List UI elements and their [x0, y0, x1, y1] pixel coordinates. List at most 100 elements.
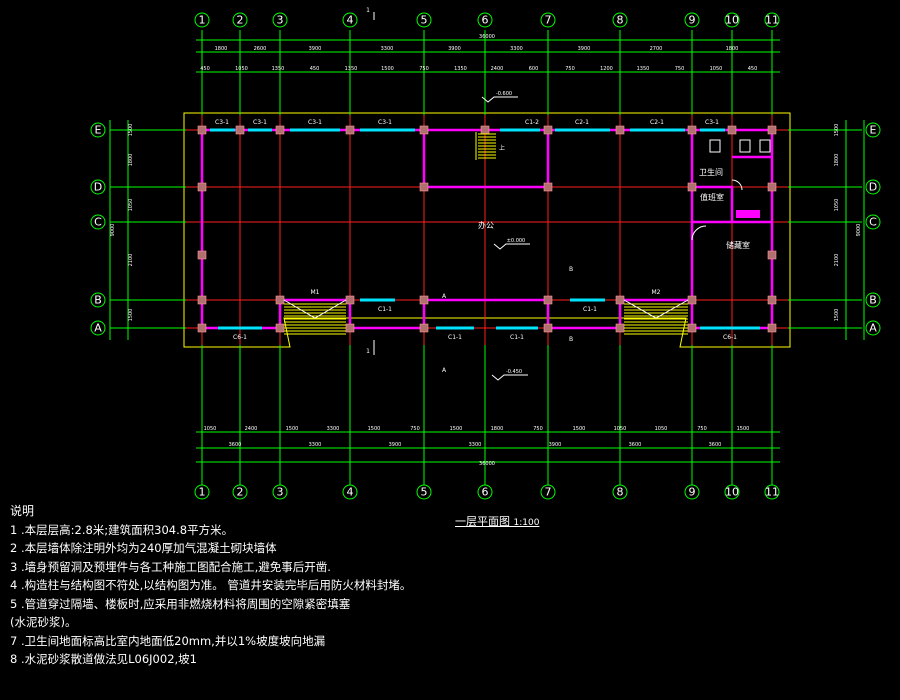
window-label: C3-1	[705, 119, 719, 126]
axis-label-7: 7	[545, 14, 552, 27]
axis-label-8: 8	[617, 486, 624, 499]
structural-column	[543, 182, 553, 192]
dim-top-row2: 450	[748, 66, 758, 72]
room-label-storage: 储藏室	[726, 240, 750, 250]
axis-bubble-11	[764, 484, 780, 500]
window-label: C3-1	[253, 119, 267, 126]
axis-label-E: E	[870, 124, 877, 137]
window-label: C3-1	[215, 119, 229, 126]
dim-left: 1050	[128, 199, 134, 212]
dim-top-row2: 1200	[600, 66, 613, 72]
note-item: 5 .管道穿过隔墙、楼板时,应采用非燃烧材料将周围的空隙紧密填塞	[10, 596, 351, 611]
axis-bubble-2	[232, 484, 248, 500]
structural-column	[615, 295, 625, 305]
axis-bubble-9	[684, 12, 700, 28]
structural-column	[727, 125, 737, 135]
dim-top-total: 36000	[479, 34, 495, 40]
sink-fixture	[736, 210, 760, 218]
level-mid-value: ±0.000	[507, 238, 526, 244]
window-label: C6-1	[233, 334, 247, 341]
structural-column	[345, 295, 355, 305]
axis-label-4: 4	[347, 486, 354, 499]
window-label: C1-1	[583, 306, 597, 313]
dim-top-row1: 3900	[309, 46, 322, 52]
axis-label-A: A	[869, 322, 877, 335]
dim-bottom-row2: 3300	[327, 426, 340, 432]
marker-a: A	[442, 367, 447, 374]
dim-right: 1500	[834, 309, 840, 322]
door-swing	[691, 225, 707, 241]
axis-label-5: 5	[421, 14, 428, 27]
axis-label-4: 4	[347, 14, 354, 27]
axis-bubble-E	[865, 122, 881, 138]
section-mark-label: 1	[366, 7, 370, 14]
dim-left: 1500	[128, 124, 134, 137]
entrance-m1-door-swing	[283, 299, 347, 319]
structural-column	[767, 295, 777, 305]
partition-wall	[692, 185, 734, 222]
axis-label-C: C	[94, 216, 102, 229]
exterior-wall	[200, 130, 622, 330]
axis-label-8: 8	[617, 14, 624, 27]
axis-bubble-1	[194, 12, 210, 28]
axis-label-7: 7	[545, 486, 552, 499]
axis-bubble-5	[416, 484, 432, 500]
structural-column	[275, 295, 285, 305]
dim-left: 2100	[128, 254, 134, 267]
axis-label-B: B	[94, 294, 102, 307]
structural-column	[767, 182, 777, 192]
dim-top-row2: 1050	[710, 66, 723, 72]
dim-top-row2: 450	[310, 66, 320, 72]
structural-column	[615, 323, 625, 333]
axis-bubble-D	[865, 179, 881, 195]
note-item: 3 .墙身预留洞及预埋件与各工种施工图配合施工,避免事后开凿.	[10, 559, 331, 574]
design-notes: 说明 1 .本层层高:2.8米;建筑面积304.8平方米。 2 .本层墙体除注明…	[10, 502, 411, 669]
structural-column	[687, 295, 697, 305]
level-mid-symbol	[493, 243, 530, 250]
axis-label-5: 5	[421, 486, 428, 499]
dim-top-row1: 3300	[381, 46, 394, 52]
dim-bottom-row2: 750	[697, 426, 707, 432]
dim-right: 1500	[834, 124, 840, 137]
dim-bottom-row1: 3600	[229, 442, 242, 448]
axis-label-3: 3	[277, 486, 284, 499]
axis-bubble-7	[540, 484, 556, 500]
dim-bottom-row2: 1500	[286, 426, 299, 432]
dim-bottom-row2: 1050	[614, 426, 627, 432]
structural-column	[197, 295, 207, 305]
dim-top-row2: 750	[565, 66, 575, 72]
axis-bubble-1	[194, 484, 210, 500]
structural-column	[767, 323, 777, 333]
structural-column	[615, 125, 625, 135]
dim-bottom-row2: 1800	[491, 426, 504, 432]
plan-title: 一层平面图 1:100	[455, 513, 539, 529]
notes-title: 说明	[10, 504, 35, 518]
dim-bottom-row1: 3900	[389, 442, 402, 448]
structural-column	[197, 323, 207, 333]
dim-top-row2: 1350	[637, 66, 650, 72]
dim-right-total: 9000	[856, 224, 862, 237]
room-label-toilet: 卫生间	[699, 167, 723, 177]
structural-column	[345, 323, 355, 333]
dim-bottom-row2: 1500	[737, 426, 750, 432]
stair-up-label: 上	[499, 144, 505, 152]
level-top-symbol	[481, 96, 518, 103]
site-outline	[183, 112, 791, 348]
structural-column	[197, 125, 207, 135]
axis-bubble-6	[477, 484, 493, 500]
dim-left: 1800	[128, 154, 134, 167]
axis-bubble-A	[90, 320, 106, 336]
dim-top-row1: 3900	[578, 46, 591, 52]
dim-top-row1: 2600	[254, 46, 267, 52]
dim-bottom-row1: 3900	[549, 442, 562, 448]
axis-label-6: 6	[482, 14, 489, 27]
window-label: C3-1	[308, 119, 322, 126]
window-label: C1-1	[378, 306, 392, 313]
toilet-fixture	[709, 139, 721, 153]
dim-top-row1: 2700	[650, 46, 663, 52]
axis-bubble-B	[90, 292, 106, 308]
axis-label-9: 9	[689, 14, 696, 27]
axis-label-11: 11	[765, 14, 779, 27]
